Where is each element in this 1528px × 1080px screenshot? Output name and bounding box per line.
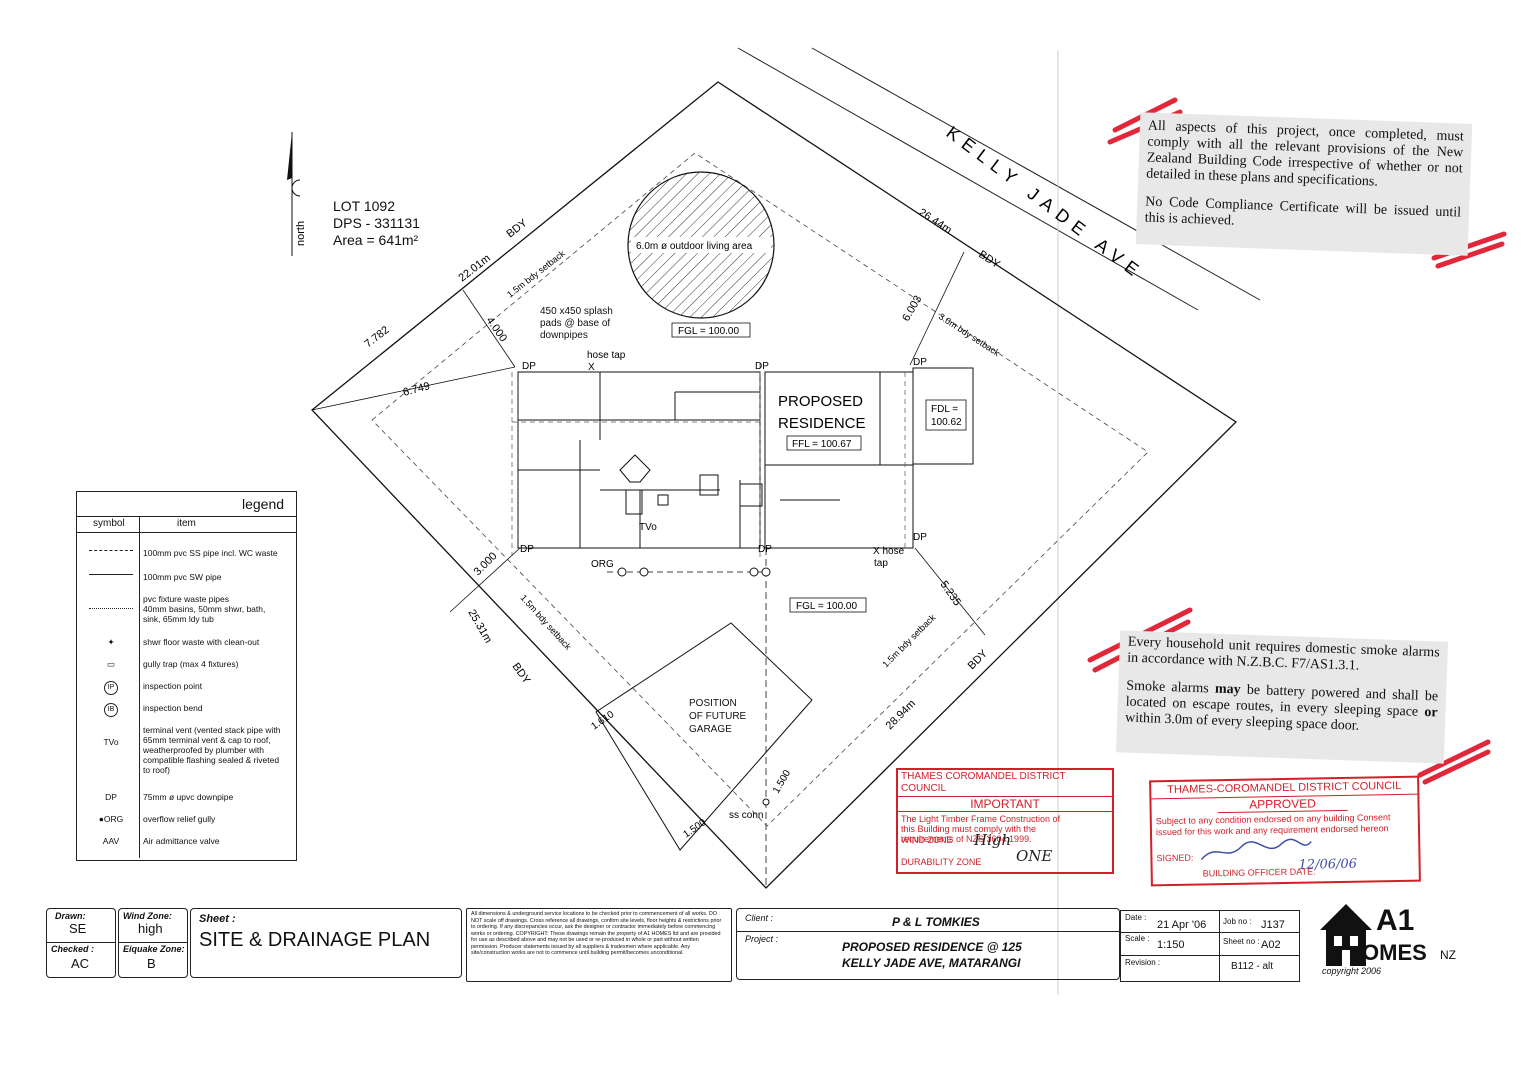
garage-label: POSITION OF FUTURE GARAGE <box>689 698 747 735</box>
house-logo-icon <box>1320 904 1372 966</box>
stamp-text: The Light Timber Frame Construction of t… <box>901 814 1061 844</box>
legend-col-item: item <box>177 518 196 529</box>
hose-tap-label: hose tap <box>587 350 626 361</box>
ss-conn-label: ss conn <box>729 810 763 821</box>
setback-line <box>371 152 1149 827</box>
wind-zone-handwritten: High <box>974 831 1012 849</box>
project-address-1: PROPOSED RESIDENCE @ 125 <box>842 940 1022 954</box>
dim-label: 1.500 <box>771 768 793 796</box>
hose-tap-marker: X <box>588 362 595 373</box>
stamp-signed: SIGNED: <box>1156 852 1194 864</box>
setback-label: 1.5m bdy setback <box>880 612 937 669</box>
house-footprint <box>517 367 974 549</box>
org-label: ORG <box>591 559 614 570</box>
stamp-council: THAMES COROMANDEL DISTRICT COUNCIL <box>898 770 1112 797</box>
dim-label: 1.610 <box>589 709 616 733</box>
drawing-scale: 1:150 <box>1157 939 1185 951</box>
sheet-number: A02 <box>1261 939 1281 951</box>
revision: B112 - alt <box>1231 961 1274 972</box>
compliance-note-text: All aspects of this project, once comple… <box>1145 118 1464 190</box>
dp-label: DP <box>522 361 536 372</box>
stamp-durability-zone: DURABILITY ZONE <box>901 857 982 867</box>
lot-number: LOT 1092 <box>333 198 396 214</box>
durability-handwritten: ONE <box>1016 847 1053 865</box>
officer-signature <box>1200 838 1312 860</box>
hose-tap-label: tap <box>874 558 888 569</box>
fdl-label: FDL = <box>931 404 958 415</box>
approval-date-handwritten: 12/06/06 <box>1298 856 1358 873</box>
lot-boundary <box>311 81 1238 889</box>
drawn-by: SE <box>69 921 87 936</box>
smoke-alarm-note: Every household unit requires domestic s… <box>1115 630 1449 764</box>
sheet-title: SITE & DRAINAGE PLAN <box>199 929 431 951</box>
lot-dps: DPS - 331131 <box>333 215 420 231</box>
legend: legend symbol item 100mm pvc SS pipe inc… <box>76 491 297 861</box>
legend-col-symbol: symbol <box>93 518 125 529</box>
lot-area: Area = 641m² <box>333 232 419 248</box>
eq-zone: B <box>147 956 156 971</box>
fgl-label-top: FGL = 100.00 <box>678 326 739 337</box>
fgl-label-bottom: FGL = 100.00 <box>796 601 857 612</box>
approved-stamp: THAMES-COROMANDEL DISTRICT COUNCIL APPRO… <box>1149 775 1421 887</box>
future-garage <box>595 622 813 851</box>
legend-title: legend <box>242 496 285 512</box>
fdl-value: 100.62 <box>931 417 962 428</box>
dim-label: 26.44m <box>916 206 953 236</box>
bdy-label-ne: BDY <box>976 248 1002 271</box>
dim-label: 4.000 <box>484 315 510 344</box>
north-arrow-icon <box>287 132 301 256</box>
street-name: KELLY JADE AVE <box>943 122 1148 284</box>
drawing-date: 21 Apr '06 <box>1157 919 1207 931</box>
dim-label: 25.31m <box>465 608 494 646</box>
sheet-box: Sheet : SITE & DRAINAGE PLAN <box>190 908 462 978</box>
client-name: P & L TOMKIES <box>892 915 980 929</box>
important-stamp: THAMES COROMANDEL DISTRICT COUNCIL IMPOR… <box>896 768 1114 874</box>
disclaimer-text: All dimensions & underground service loc… <box>471 911 722 956</box>
stamp-heading: IMPORTANT <box>898 797 1112 812</box>
checked-by: AC <box>71 956 90 971</box>
dp-label: DP <box>755 361 769 372</box>
job-number: J137 <box>1261 919 1285 931</box>
residence-label: RESIDENCE <box>778 415 866 432</box>
dp-label: DP <box>520 544 534 555</box>
splash-pads-note: 450 x450 splash pads @ base of downpipes <box>540 306 613 341</box>
ffl-label: FFL = 100.67 <box>792 439 852 450</box>
smoke-alarm-text-2: Smoke alarms may be battery powered and … <box>1124 678 1439 734</box>
dp-label: DP <box>913 357 927 368</box>
dim-label: 1.500 <box>681 817 708 841</box>
project-address-2: KELLY JADE AVE, MATARANGI <box>842 956 1021 970</box>
compliance-note: All aspects of this project, once comple… <box>1135 112 1473 256</box>
north-label: north <box>295 221 307 246</box>
lot-info: LOT 1092 DPS - 331131 Area = 641m² <box>333 198 420 249</box>
setback-label: 1.5m bdy setback <box>505 248 567 300</box>
setback-label: 3.0m bdy setback <box>937 311 1002 358</box>
wind-zone: high <box>138 921 163 936</box>
drawing-info-box: Date : 21 Apr '06 Job no : J137 Scale : … <box>1120 910 1300 982</box>
zones-box: Wind Zone: high Eiquake Zone: B <box>118 908 188 978</box>
hose-tap-label: X hose <box>873 546 905 557</box>
tvo-label: TVo <box>639 522 657 533</box>
client-project-box: Client : P & L TOMKIES Project : PROPOSE… <box>736 908 1120 980</box>
drawn-checked-box: Drawn: SE Checked : AC <box>46 908 116 978</box>
dim-label: 3.000 <box>472 550 500 578</box>
dp-label: DP <box>913 532 927 543</box>
dim-label: 7.782 <box>362 324 391 350</box>
bdy-label-sw: BDY <box>510 661 533 687</box>
dp-label: DP <box>758 544 772 555</box>
compliance-note-text-2: No Code Compliance Certificate will be i… <box>1144 194 1462 229</box>
outdoor-area-label: 6.0m ø outdoor living area <box>636 241 753 252</box>
stamp-wind-zone: WIND ZONE <box>901 835 953 845</box>
a1-homes-logo: A1 OMES NZ copyright 2006 <box>1316 900 1476 980</box>
disclaimer-box: All dimensions & underground service loc… <box>466 908 732 982</box>
setback-label: 1.5m bdy setback <box>519 593 574 652</box>
dim-label: 5.235 <box>938 579 964 608</box>
smoke-alarm-text: Every household unit requires domestic s… <box>1127 634 1440 674</box>
dim-label: 28.94m <box>884 698 918 732</box>
proposed-label: PROPOSED <box>778 393 863 410</box>
dim-label: 6.749 <box>402 380 432 399</box>
dim-label: 6.003 <box>900 294 924 324</box>
